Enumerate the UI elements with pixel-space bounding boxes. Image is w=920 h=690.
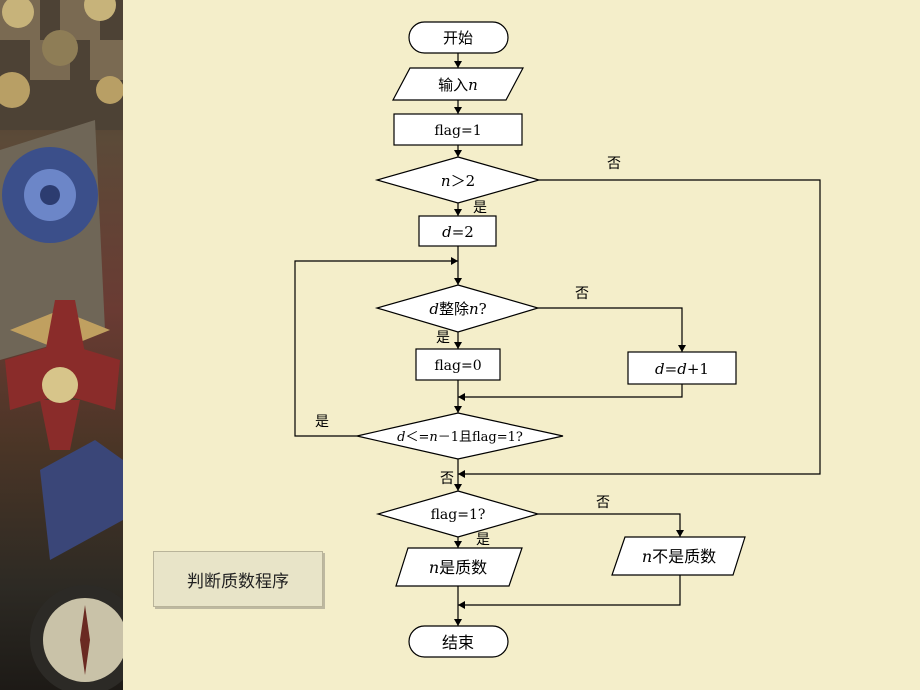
output-prime-label: n是质数 bbox=[429, 558, 487, 577]
set-d-label: d=2 bbox=[442, 223, 474, 241]
branch-no-label: 否 bbox=[607, 156, 621, 172]
output-not-prime-node bbox=[611, 536, 746, 576]
branch-yes-label: 是 bbox=[315, 414, 329, 430]
edge-loop-back bbox=[294, 260, 458, 437]
cond-flag-decision bbox=[375, 490, 541, 538]
flag-zero-label: flag=0 bbox=[434, 358, 481, 374]
arrowhead bbox=[676, 530, 684, 537]
set-d-node bbox=[418, 215, 497, 247]
arrowhead bbox=[454, 541, 462, 548]
end-label: 结束 bbox=[442, 633, 474, 652]
edge-notprime-merge bbox=[458, 575, 681, 606]
caption-text: 判断质数程序 bbox=[187, 571, 289, 592]
caption-box: 判断质数程序 bbox=[153, 551, 323, 607]
init-flag-node bbox=[393, 113, 523, 146]
arrowheads bbox=[451, 61, 686, 626]
arrowhead bbox=[454, 278, 462, 285]
edge-cond-no bbox=[458, 179, 821, 475]
decorative-medal-photo bbox=[0, 0, 123, 690]
edge-flag-notprime bbox=[538, 513, 681, 537]
edge-div-inc bbox=[538, 307, 683, 352]
connector-lines bbox=[294, 53, 821, 626]
start-label: 开始 bbox=[443, 29, 473, 47]
arrowhead bbox=[454, 342, 462, 349]
output-prime-node bbox=[395, 547, 523, 587]
branch-no-label: 否 bbox=[596, 495, 610, 511]
arrowhead bbox=[451, 257, 458, 265]
arrowhead bbox=[454, 107, 462, 114]
arrowhead bbox=[454, 406, 462, 413]
output-not-prime-label: n不是质数 bbox=[642, 547, 716, 566]
arrowhead bbox=[454, 61, 462, 68]
arrowhead bbox=[454, 484, 462, 491]
init-flag-label: flag=1 bbox=[434, 123, 481, 139]
arrowhead bbox=[454, 150, 462, 157]
input-label: 输入n bbox=[438, 76, 478, 94]
cond-loop-decision bbox=[356, 412, 564, 460]
medal-photo-art bbox=[0, 0, 123, 690]
cond-flag-label: flag=1? bbox=[431, 507, 486, 523]
flag-zero-node bbox=[415, 348, 501, 381]
branch-yes-label: 是 bbox=[473, 200, 487, 216]
arrowhead bbox=[678, 345, 686, 352]
edge-inc-merge bbox=[458, 384, 683, 398]
inc-d-label: d=d+1 bbox=[655, 360, 709, 378]
arrowhead bbox=[458, 601, 465, 609]
start-terminal bbox=[408, 21, 509, 54]
cond-div-decision bbox=[374, 284, 541, 333]
arrowhead bbox=[458, 470, 465, 478]
cond-n-label: n＞2 bbox=[441, 172, 475, 190]
arrowhead bbox=[454, 209, 462, 216]
arrowhead bbox=[454, 619, 462, 626]
inc-d-node bbox=[627, 351, 737, 385]
input-node bbox=[392, 67, 524, 101]
cond-loop-label: d＜=n－1且flag=1? bbox=[397, 430, 523, 445]
end-terminal bbox=[408, 625, 509, 658]
branch-yes-label: 是 bbox=[476, 532, 490, 548]
arrowhead bbox=[458, 393, 465, 401]
branch-yes-label: 是 bbox=[436, 330, 450, 346]
branch-no-label: 否 bbox=[440, 471, 454, 487]
cond-div-label: d整除n? bbox=[429, 300, 486, 318]
cond-n-decision bbox=[374, 156, 542, 204]
branch-no-label: 否 bbox=[575, 286, 589, 302]
